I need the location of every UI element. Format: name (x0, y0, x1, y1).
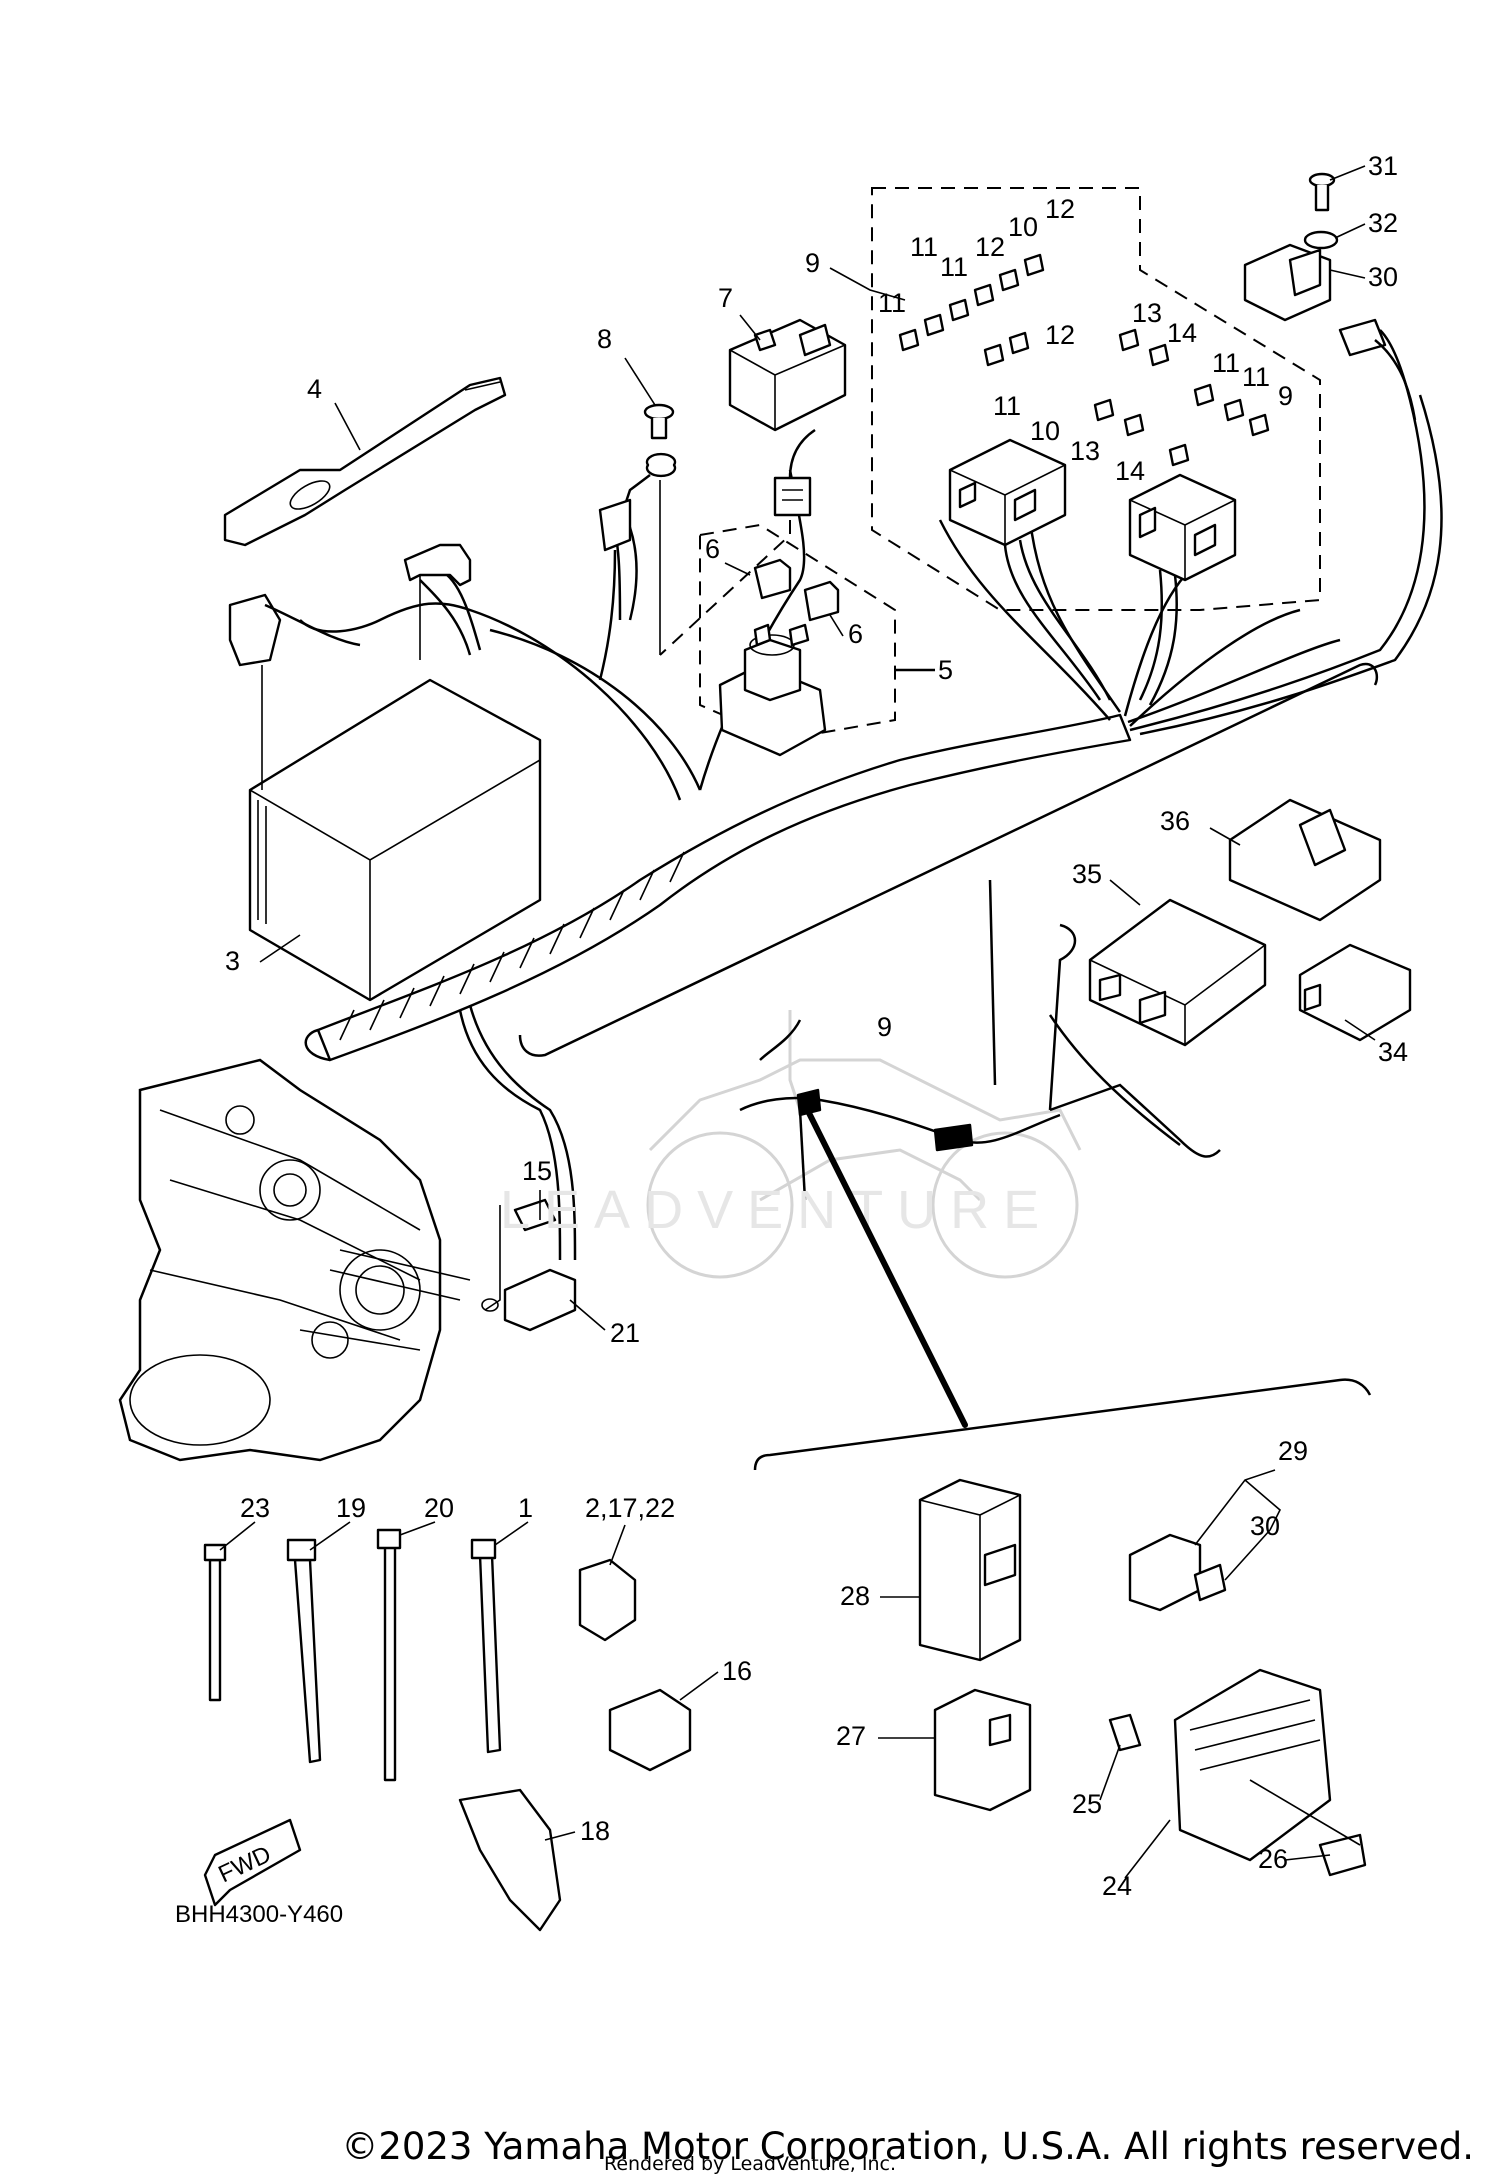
callout-11-f: 11 (1212, 348, 1240, 378)
rendered-by-text: Rendered by LeadVenture, Inc. (604, 2153, 896, 2174)
callout-12-c: 12 (1045, 320, 1075, 350)
callout-6-b: 6 (848, 619, 863, 649)
fuse-box-group (871, 187, 1321, 706)
callout-5: 5 (938, 655, 953, 685)
callout-7: 7 (718, 283, 733, 313)
callout-11-c: 11 (910, 232, 938, 262)
diagram-code: BHH4300-Y460 (175, 1901, 343, 1928)
callout-13-a: 13 (1132, 298, 1162, 328)
callout-12-a: 12 (1045, 194, 1075, 224)
callout-36: 36 (1160, 806, 1190, 836)
sensor-31 (1243, 172, 1417, 421)
callout-25: 25 (1072, 1789, 1102, 1819)
callout-11-e: 11 (993, 391, 1021, 421)
callout-3: 3 (225, 946, 240, 976)
electrical-components-lower (918, 1478, 1367, 1877)
callout-9-b: 9 (877, 1012, 892, 1042)
callout-11-a: 10 (1008, 212, 1038, 242)
callout-19: 19 (336, 1493, 366, 1523)
callout-12-b: 12 (975, 232, 1005, 262)
callout-14-b: 14 (1115, 456, 1145, 486)
callout-18: 18 (580, 1816, 610, 1846)
copyright-text: ©2023 Yamaha Motor Corporation, U.S.A. A… (341, 2125, 1474, 2168)
callout-29: 29 (1278, 1436, 1308, 1466)
callout-13-b: 13 (1070, 436, 1100, 466)
callout-2-17-22: 2,17,22 (585, 1493, 675, 1523)
callout-16: 16 (722, 1656, 752, 1686)
fuse-set-6 (753, 558, 840, 622)
callout-20: 20 (424, 1493, 454, 1523)
callout-14-a: 14 (1167, 318, 1197, 348)
callout-9-a: 9 (805, 248, 820, 278)
callout-15: 15 (522, 1156, 552, 1186)
callout-32: 31 (1368, 151, 1398, 181)
battery (228, 593, 542, 1002)
cable-ties: FWD (203, 1528, 692, 1932)
leader-lines (753, 923, 1372, 1471)
motorcycle-silhouette: LEADVENTURE (500, 1010, 1082, 1279)
callout-10-b: 9 (1278, 381, 1293, 411)
callout-4: 4 (307, 374, 322, 404)
callout-labels: 31 32 30 12 10 12 11 11 11 9 7 13 14 12 … (175, 151, 1408, 1928)
callout-33: 32 (1368, 208, 1398, 238)
callout-6-a: 6 (705, 534, 720, 564)
callout-8: 8 (597, 324, 612, 354)
earth-lead (598, 403, 677, 681)
callout-11-d: 11 (878, 288, 906, 318)
callout-11-b: 11 (940, 252, 968, 282)
relay-box (728, 318, 847, 432)
mini-fuses (898, 253, 1270, 467)
engine-block (118, 1058, 471, 1462)
callout-leaders (219, 165, 1376, 1879)
callout-35: 35 (1072, 859, 1102, 889)
sensor-21 (481, 1198, 577, 1332)
callout-21: 21 (610, 1318, 640, 1348)
callout-1: 1 (518, 1493, 533, 1523)
callout-23: 23 (240, 1493, 270, 1523)
wire-harness-group (299, 329, 1443, 1261)
callout-26: 26 (1258, 1844, 1288, 1874)
callout-31: 30 (1368, 262, 1398, 292)
battery-bracket (403, 543, 472, 660)
callout-34: 34 (1378, 1037, 1408, 1067)
callout-11-g: 11 (1242, 362, 1270, 392)
starter-relay (699, 523, 935, 757)
callout-27: 27 (836, 1721, 866, 1751)
callout-28: 28 (840, 1581, 870, 1611)
watermark-text: LEADVENTURE (500, 1180, 1053, 1240)
battery-band (223, 376, 507, 547)
callout-10-a: 10 (1030, 416, 1060, 446)
relay-connector (659, 428, 816, 656)
ecu-modules (1048, 798, 1412, 1146)
